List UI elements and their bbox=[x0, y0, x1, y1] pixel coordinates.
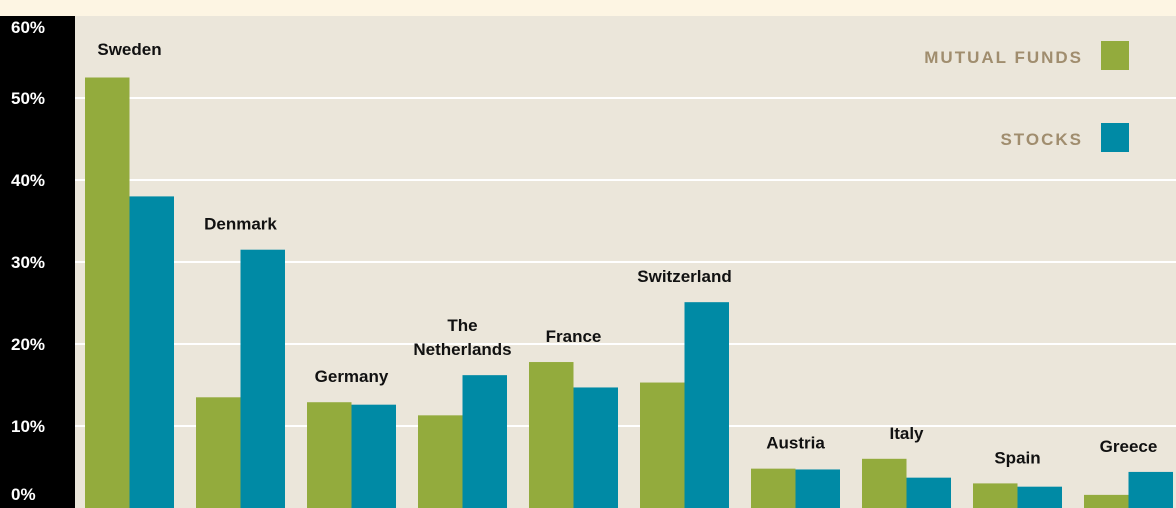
y-tick-label: 60% bbox=[11, 18, 45, 37]
bar-mutual-funds bbox=[529, 362, 574, 508]
country-label: France bbox=[546, 327, 602, 346]
y-tick-label: 40% bbox=[11, 171, 45, 190]
bar-mutual-funds bbox=[862, 458, 907, 508]
bar-stocks bbox=[573, 387, 618, 508]
bar-stocks bbox=[795, 469, 840, 508]
bar-stocks bbox=[906, 477, 951, 508]
legend: MUTUAL FUNDS STOCKS bbox=[924, 41, 1129, 152]
bar-stocks bbox=[684, 302, 729, 508]
y-tick-label: 10% bbox=[11, 417, 45, 436]
legend-swatch bbox=[1101, 41, 1129, 70]
country-label: Austria bbox=[766, 434, 825, 453]
legend-label: STOCKS bbox=[1000, 130, 1083, 149]
country-label: Switzerland bbox=[637, 267, 731, 286]
bar-mutual-funds bbox=[307, 402, 352, 508]
y-tick-label: 30% bbox=[11, 253, 45, 272]
bar-stocks bbox=[1128, 471, 1173, 508]
country-label: Sweden bbox=[97, 40, 161, 59]
bar-stocks bbox=[129, 196, 174, 508]
country-label: Denmark bbox=[204, 215, 277, 234]
legend-label: MUTUAL FUNDS bbox=[924, 48, 1083, 67]
bar-stocks bbox=[1017, 486, 1062, 508]
country-label: Italy bbox=[889, 424, 924, 443]
y-tick-label: 20% bbox=[11, 335, 45, 354]
y-axis-ticks: 0% 10% 20% 30% 40% 50% 60% bbox=[11, 18, 45, 504]
axis-panel bbox=[0, 16, 75, 508]
y-tick-label: 0% bbox=[11, 485, 36, 504]
y-tick-label: 50% bbox=[11, 89, 45, 108]
bar-mutual-funds bbox=[85, 77, 130, 508]
bar-mutual-funds bbox=[418, 415, 463, 508]
bar-mutual-funds bbox=[1084, 494, 1129, 508]
bar-mutual-funds bbox=[973, 483, 1018, 508]
country-label: Greece bbox=[1100, 437, 1158, 456]
legend-swatch bbox=[1101, 123, 1129, 152]
bar-mutual-funds bbox=[196, 397, 241, 508]
bar-stocks bbox=[351, 404, 396, 508]
bar-stocks bbox=[462, 375, 507, 508]
bar-mutual-funds bbox=[640, 382, 685, 508]
country-label: Germany bbox=[315, 367, 389, 386]
bar-mutual-funds bbox=[751, 468, 796, 508]
country-label: Spain bbox=[994, 448, 1040, 467]
bar-stocks bbox=[240, 249, 285, 508]
bars bbox=[85, 77, 1173, 508]
